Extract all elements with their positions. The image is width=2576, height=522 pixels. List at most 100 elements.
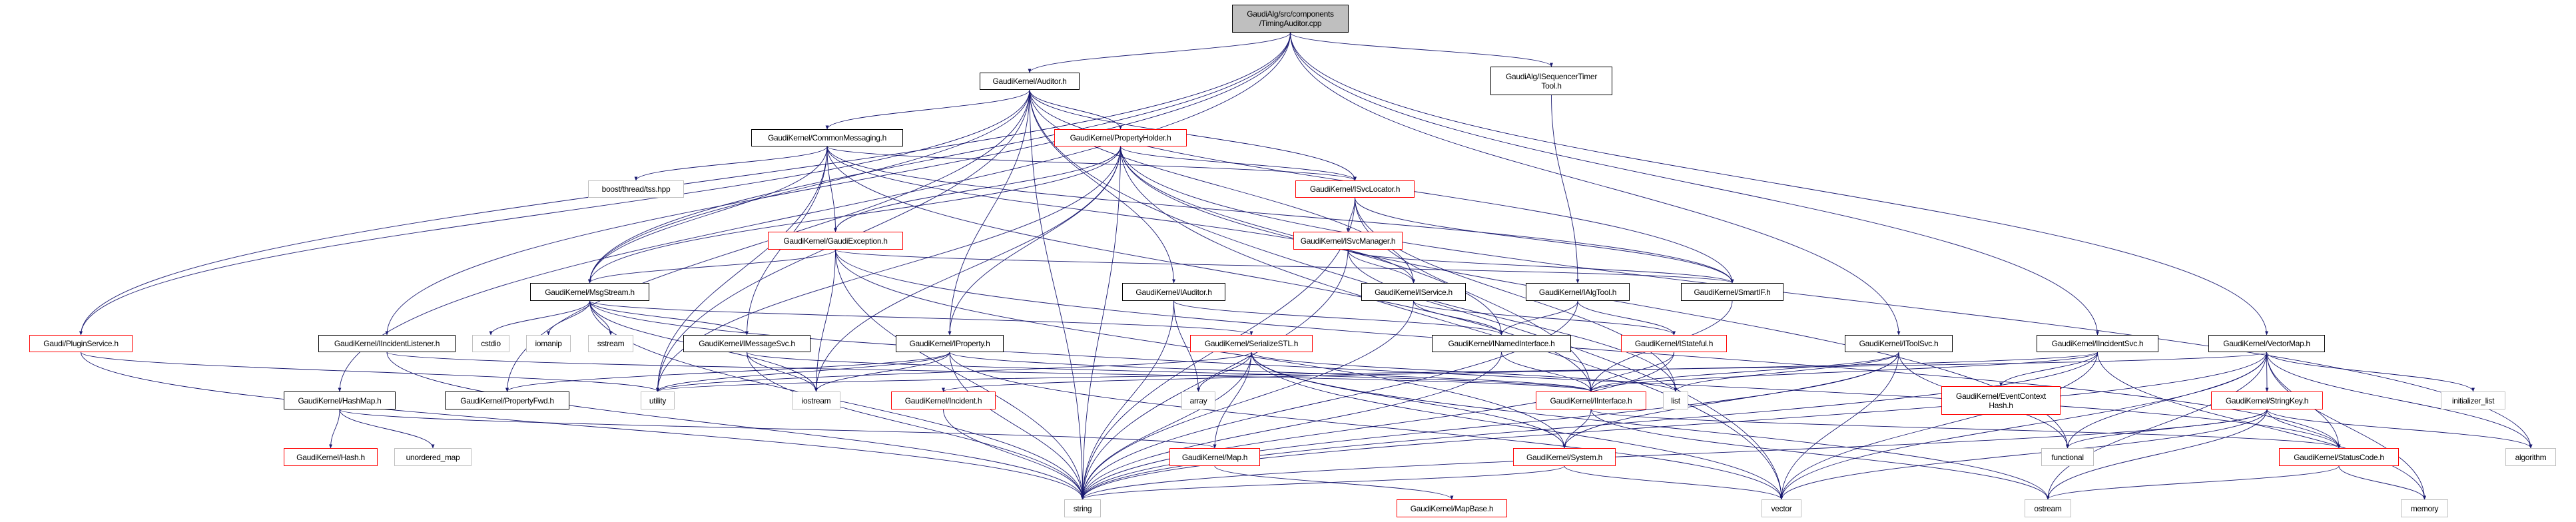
- node-mapbase[interactable]: GaudiKernel/MapBase.h: [1397, 499, 1507, 517]
- edge-itoolsvc-to-interface: [1589, 352, 1899, 392]
- edge-commonmsg-to-utility: [655, 146, 828, 392]
- edge-itoolsvc-to-vector: [1779, 352, 1899, 500]
- node-incident[interactable]: GaudiKernel/Incident.h: [891, 392, 996, 409]
- edge-gaudiexc-to-string: [835, 249, 1085, 500]
- node-iservice[interactable]: GaudiKernel/IService.h: [1361, 283, 1466, 301]
- node-string[interactable]: string: [1064, 499, 1101, 517]
- edge-itoolsvc-to-list: [1674, 352, 1899, 392]
- node-label: GaudiKernel/IInterface.h: [1550, 395, 1632, 405]
- node-unorderedmap[interactable]: unordered_map: [394, 448, 472, 466]
- node-smartif[interactable]: GaudiKernel/SmartIF.h: [1681, 283, 1783, 301]
- edge-svcmanager-to-iservice: [1347, 249, 1415, 284]
- edge-iproperty-to-utility: [656, 352, 950, 392]
- edge-itoolsvc-to-string: [1081, 352, 1899, 500]
- node-label: GaudiKernel/IAuditor.h: [1135, 287, 1212, 297]
- edge-msgstream-to-statuscode: [589, 300, 2341, 449]
- node-map[interactable]: GaudiKernel/Map.h: [1169, 448, 1260, 466]
- edge-root-to-hashmap: [338, 32, 1291, 392]
- node-imessagesvc[interactable]: GaudiKernel/IMessageSvc.h: [683, 335, 810, 352]
- node-propertyfwd[interactable]: GaudiKernel/PropertyFwd.h: [445, 392, 569, 409]
- node-interface[interactable]: GaudiKernel/IInterface.h: [1536, 392, 1646, 409]
- node-memory[interactable]: memory: [2401, 499, 2448, 517]
- edge-serializestl-to-system: [1251, 352, 1566, 449]
- edge-iproperty-to-vector: [949, 352, 1783, 500]
- node-commonmsg[interactable]: GaudiKernel/CommonMessaging.h: [751, 129, 903, 146]
- node-propholder[interactable]: GaudiKernel/PropertyHolder.h: [1054, 129, 1187, 146]
- node-msgstream[interactable]: GaudiKernel/MsgStream.h: [530, 283, 649, 301]
- node-auditor[interactable]: GaudiKernel/Auditor.h: [980, 73, 1080, 90]
- node-label: GaudiKernel/IIncidentListener.h: [334, 339, 440, 348]
- node-label: GaudiKernel/PropertyFwd.h: [460, 395, 554, 405]
- node-iproperty[interactable]: GaudiKernel/IProperty.h: [896, 335, 1004, 352]
- edge-serializestl-to-array: [1196, 352, 1252, 392]
- node-label: GaudiKernel/StatusCode.h: [2294, 452, 2384, 462]
- node-sstream[interactable]: sstream: [588, 335, 633, 352]
- node-label: GaudiKernel/IStateful.h: [1634, 339, 1714, 348]
- node-inamedinterface[interactable]: GaudiKernel/INamedInterface.h: [1432, 335, 1571, 352]
- node-statuscode[interactable]: GaudiKernel/StatusCode.h: [2279, 448, 2399, 466]
- node-iincidentsvc[interactable]: GaudiKernel/IIncidentSvc.h: [2037, 335, 2158, 352]
- edge-map-to-mapbase: [1214, 465, 1454, 500]
- edge-svclocator-to-interface: [1355, 197, 1593, 392]
- edge-vectormap-to-initlist: [2266, 352, 2475, 392]
- node-algorithm[interactable]: algorithm: [2505, 448, 2556, 466]
- node-initlist[interactable]: initializer_list: [2441, 392, 2505, 409]
- node-utility[interactable]: utility: [641, 392, 675, 409]
- node-label: GaudiKernel/INamedInterface.h: [1448, 339, 1555, 348]
- node-boost[interactable]: boost/thread/tss.hpp: [588, 180, 684, 198]
- node-svcmanager[interactable]: GaudiKernel/ISvcManager.h: [1293, 232, 1403, 250]
- edge-auditor-to-msgstream: [588, 89, 1030, 284]
- node-label: GaudiKernel/Hash.h: [296, 452, 365, 462]
- edge-propholder-to-gaudiexc: [834, 146, 1121, 232]
- node-label: GaudiKernel/IProperty.h: [909, 339, 990, 348]
- edge-root-to-incidentlistener: [385, 32, 1291, 336]
- node-label: Gaudi/PluginService.h: [43, 339, 119, 348]
- edge-vectormap-to-utility: [656, 352, 2267, 392]
- edge-interface-to-system: [1562, 409, 1592, 449]
- node-label: GaudiKernel/GaudiException.h: [783, 236, 888, 246]
- node-root[interactable]: GaudiAlg/src/components/TimingAuditor.cp…: [1232, 5, 1349, 33]
- edge-auditor-to-svclocator: [1029, 89, 1357, 181]
- edge-root-to-itoolsvc: [1290, 32, 1901, 336]
- node-pluginsvc[interactable]: Gaudi/PluginService.h: [29, 335, 133, 352]
- node-iostream[interactable]: iostream: [792, 392, 840, 409]
- node-vector[interactable]: vector: [1762, 499, 1801, 517]
- node-vectormap[interactable]: GaudiKernel/VectorMap.h: [2208, 335, 2325, 352]
- node-istateful[interactable]: GaudiKernel/IStateful.h: [1621, 335, 1727, 352]
- node-itoolsvc[interactable]: GaudiKernel/IToolSvc.h: [1845, 335, 1953, 352]
- node-hashmap[interactable]: GaudiKernel/HashMap.h: [284, 392, 396, 409]
- edge-commonmsg-to-smartif: [826, 146, 1734, 284]
- node-label: GaudiKernel/EventContext: [1956, 391, 2046, 401]
- node-iauditor[interactable]: GaudiKernel/IAuditor.h: [1122, 283, 1225, 301]
- node-incidentlistener[interactable]: GaudiKernel/IIncidentListener.h: [318, 335, 456, 352]
- edge-iincidentsvc-to-eventcontexthash: [1999, 352, 2098, 387]
- edge-iincidentsvc-to-vector: [1779, 352, 2098, 500]
- edge-interface-to-statuscode: [1590, 409, 2341, 449]
- node-system[interactable]: GaudiKernel/System.h: [1513, 448, 1616, 466]
- node-label: ostream: [2034, 503, 2062, 513]
- node-cstdio[interactable]: cstdio: [472, 335, 509, 352]
- node-functional[interactable]: functional: [2041, 448, 2094, 466]
- edge-iservice-to-inamedinterface: [1413, 300, 1503, 336]
- node-svclocator[interactable]: GaudiKernel/ISvcLocator.h: [1295, 180, 1415, 198]
- node-gaudiexc[interactable]: GaudiKernel/GaudiException.h: [768, 232, 903, 250]
- edge-iincidentsvc-to-interface: [1589, 352, 2098, 392]
- node-label: GaudiKernel/StringKey.h: [2225, 395, 2309, 405]
- node-array[interactable]: array: [1181, 392, 1215, 409]
- node-ialgtool[interactable]: GaudiKernel/IAlgTool.h: [1526, 283, 1630, 301]
- node-ostream[interactable]: ostream: [2025, 499, 2071, 517]
- edge-gaudiexc-to-msgstream: [588, 249, 836, 284]
- edge-commonmsg-to-msgstream: [588, 146, 828, 284]
- edge-statuscode-to-memory: [2338, 465, 2426, 500]
- edge-svclocator-to-smartif: [1355, 197, 1734, 284]
- edge-root-to-pluginsvc: [79, 32, 1291, 336]
- edge-commonmsg-to-gaudiexc: [826, 146, 838, 232]
- node-hash[interactable]: GaudiKernel/Hash.h: [284, 448, 378, 466]
- node-serializestl[interactable]: GaudiKernel/SerializeSTL.h: [1190, 335, 1313, 352]
- node-iomanip[interactable]: iomanip: [526, 335, 571, 352]
- node-list[interactable]: list: [1663, 392, 1688, 409]
- node-stringkey[interactable]: GaudiKernel/StringKey.h: [2211, 392, 2323, 409]
